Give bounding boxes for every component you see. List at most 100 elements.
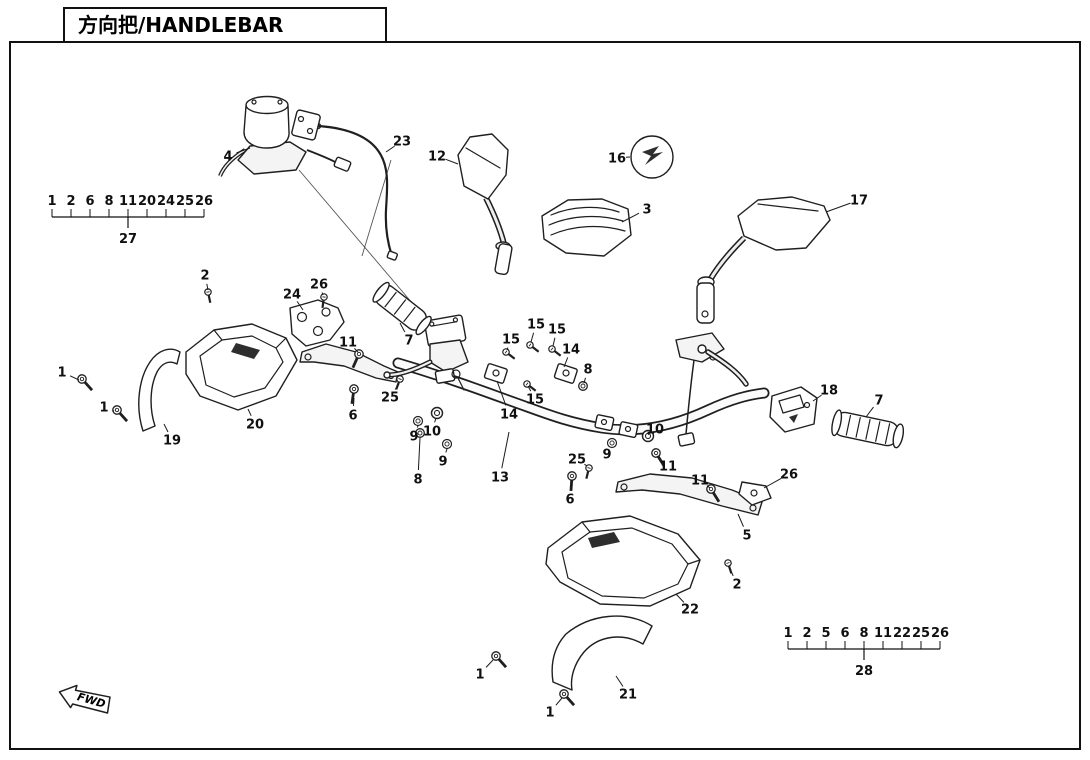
leader-line	[621, 212, 640, 223]
part-callout-14: 14	[562, 343, 580, 358]
part-callout-9: 9	[602, 448, 611, 463]
leader-line	[763, 477, 782, 489]
leader-line	[552, 337, 556, 347]
part-right-mirror	[696, 196, 831, 324]
part-callout-18: 18	[820, 384, 838, 399]
part-left-handguard-trim	[138, 348, 181, 432]
part-callout-8: 8	[413, 473, 422, 488]
group-item: 6	[840, 626, 849, 641]
part-callout-15: 15	[526, 393, 544, 408]
leader-line	[485, 659, 494, 668]
group-item: 24	[157, 194, 175, 209]
part-callout-7: 7	[404, 334, 413, 349]
part-left-mirror	[457, 133, 513, 276]
wire-connector	[333, 156, 352, 172]
group-item: 6	[85, 194, 94, 209]
leader-line	[417, 437, 421, 471]
part-callout-24: 24	[283, 288, 301, 303]
part-callout-20: 20	[246, 418, 264, 433]
part-callout-21: 21	[619, 688, 637, 703]
part-callout-11: 11	[339, 336, 357, 351]
leader-line	[353, 397, 355, 407]
leader-line	[728, 566, 734, 577]
part-right-bracket	[738, 481, 772, 506]
leader-line	[570, 479, 573, 491]
group-item: 20	[138, 194, 156, 209]
part-brake-hose	[314, 122, 399, 261]
part-riser-clamps	[594, 414, 639, 439]
part-callout-17: 17	[850, 194, 868, 209]
leader-line	[112, 409, 115, 412]
leader-line	[506, 347, 509, 351]
switch-wire	[685, 359, 695, 435]
fwd-arrow: FWD	[58, 684, 111, 714]
part-cover	[541, 198, 632, 257]
leader-line	[563, 357, 569, 368]
page-title: 方向把/HANDLEBAR	[78, 13, 283, 37]
part-callout-2: 2	[732, 578, 741, 593]
leader-line	[584, 463, 588, 467]
bolt-1	[556, 686, 579, 710]
leader-line	[385, 145, 395, 153]
group-item: 8	[859, 626, 868, 641]
group-item: 8	[104, 194, 113, 209]
leader-line	[434, 417, 437, 423]
part-callout-1: 1	[99, 401, 108, 416]
screw-2	[203, 287, 215, 305]
part-emblem	[630, 135, 674, 179]
group-item: 11	[874, 626, 892, 641]
part-callout-23: 23	[393, 135, 411, 150]
part-right-grip	[831, 409, 905, 449]
nut-8	[578, 381, 588, 391]
leader-line	[656, 455, 662, 461]
spacer-9	[606, 437, 618, 449]
leader-lines	[69, 145, 874, 706]
part-callout-1: 1	[475, 668, 484, 683]
part-callout-25: 25	[381, 391, 399, 406]
part-callout-11: 11	[691, 474, 709, 489]
group-item: 5	[821, 626, 830, 641]
part-left-bracket	[289, 299, 345, 347]
leader-line	[445, 158, 459, 165]
leader-line	[865, 406, 874, 418]
leader-line	[527, 385, 532, 392]
leader-line	[555, 697, 563, 706]
leader-line	[296, 301, 304, 311]
title-box	[63, 7, 387, 43]
mirror-base	[696, 282, 715, 324]
reservoir-cap	[245, 95, 289, 115]
leader-line	[825, 202, 851, 213]
part-callout-12: 12	[428, 150, 446, 165]
part-left-grip	[372, 281, 432, 336]
leader-line	[812, 394, 822, 402]
part-callout-25: 25	[568, 453, 586, 468]
group-item: 1	[47, 194, 56, 209]
wire-connector	[677, 432, 696, 447]
leader-line	[445, 448, 448, 453]
part-callout-7: 7	[874, 394, 883, 409]
screw-2	[722, 557, 736, 576]
part-callout-6: 6	[565, 493, 574, 508]
leader-line	[399, 322, 406, 333]
screw-15	[524, 339, 542, 356]
leader-line	[69, 375, 80, 381]
part-callout-19: 19	[163, 434, 181, 449]
part-switch-housing	[769, 386, 818, 433]
bolt-1	[74, 371, 97, 395]
part-callout-13: 13	[491, 471, 509, 486]
spacer-10	[430, 406, 444, 420]
screw-15	[521, 378, 539, 395]
part-callout-22: 22	[681, 603, 699, 618]
part-left-mount-arm	[299, 343, 399, 383]
part-callout-5: 5	[742, 529, 751, 544]
leader-line	[163, 423, 169, 433]
part-right-handguard	[545, 515, 701, 607]
part-callout-4: 4	[223, 150, 232, 165]
group-item: 11	[119, 194, 137, 209]
part-right-lever	[675, 332, 749, 447]
part-master-cylinder	[218, 95, 352, 177]
bolt-1	[109, 402, 132, 426]
leader-line	[647, 433, 650, 436]
